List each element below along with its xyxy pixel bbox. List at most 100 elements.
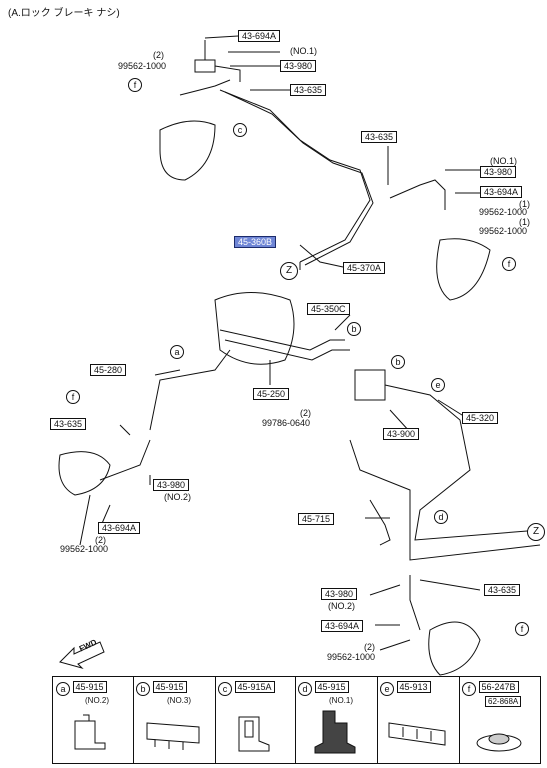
clip-d-icon (314, 710, 356, 754)
bolt-top-left (194, 40, 216, 73)
legend-part: 45-915 (72, 681, 107, 693)
callout-99786-0640: 99786-0640 (262, 418, 311, 428)
callout-no2: (NO.2) (328, 601, 355, 611)
callout-99562-1000: 99562-1000 (479, 226, 528, 236)
marker-a: a (170, 345, 184, 359)
pipe-45-280 (149, 349, 231, 431)
callout-43-980: 43-980 (280, 60, 317, 72)
pipe-45-715 (349, 439, 541, 561)
valve-43-900 (354, 369, 386, 401)
caliper-top-left (159, 120, 216, 181)
callout-45-250: 45-250 (253, 388, 290, 400)
callout-45-370a: 45-370A (343, 262, 386, 274)
legend-part: 45-915A (234, 681, 275, 693)
pipe-45-360b (219, 89, 371, 263)
master-cylinder (214, 292, 295, 365)
legend-note: (NO.3) (167, 696, 191, 705)
caliper-rear-right (428, 621, 481, 676)
callout-43-635: 43-635 (290, 84, 327, 96)
legend-key: c (218, 682, 232, 696)
hose-top-right (389, 179, 446, 210)
callout-qty: (2) (153, 50, 164, 60)
legend-cell-e: e 45-913 (377, 677, 460, 763)
marker-d: d (434, 510, 448, 524)
callout-43-980: 43-980 (480, 166, 517, 178)
callout-45-280: 45-280 (90, 364, 127, 376)
legend-part: 45-915 (314, 681, 349, 693)
bracket-45-715 (369, 499, 391, 546)
hose-rear-left (99, 439, 151, 481)
callout-43-635: 43-635 (50, 418, 87, 430)
callout-43-980: 43-980 (321, 588, 358, 600)
callout-45-320: 45-320 (462, 412, 499, 424)
legend-key: d (298, 682, 312, 696)
callout-qty: (1) (519, 199, 530, 209)
marker-b: b (391, 355, 405, 369)
clip-e-icon (388, 722, 446, 746)
callout-45-715: 45-715 (298, 513, 335, 525)
callout-43-635: 43-635 (484, 584, 521, 596)
pipe-45-370a (224, 91, 374, 266)
legend-cell-f: f 56-247B 62-868A (459, 677, 539, 763)
marker-c: c (233, 123, 247, 137)
callout-qty: (2) (300, 408, 311, 418)
marker-f: f (502, 257, 516, 271)
marker-z: Z (527, 523, 545, 541)
clip-c-icon (238, 716, 270, 752)
callout-43-694a: 43-694A (98, 522, 141, 534)
callout-43-980: 43-980 (153, 479, 190, 491)
pipe-45-250 (224, 339, 350, 361)
legend-note: (NO.2) (85, 696, 109, 705)
legend-cell-c: c 45-915A (215, 677, 296, 763)
marker-f: f (128, 78, 142, 92)
callout-43-900: 43-900 (383, 428, 420, 440)
callout-qty: (1) (519, 217, 530, 227)
legend-cell-d: d 45-915 (NO.1) (295, 677, 378, 763)
legend-note: 62-868A (485, 696, 522, 707)
legend-part: 56-247B (478, 681, 519, 693)
callout-45-360b: 45-360B (234, 236, 277, 248)
pipe-45-320 (384, 384, 541, 541)
hose-top-left (214, 65, 241, 82)
grommet-icon (476, 733, 522, 752)
callout-99562-1000: 99562-1000 (479, 207, 528, 217)
legend-cell-b: b 45-915 (NO.3) (133, 677, 216, 763)
legend-part: 45-915 (152, 681, 187, 693)
callout-no1: (NO.1) (290, 46, 317, 56)
callout-no2: (NO.2) (164, 492, 191, 502)
legend-key: f (462, 682, 476, 696)
page-title: (A.ロック ブレーキ ナシ) (8, 8, 120, 19)
legend-part: 45-913 (396, 681, 431, 693)
callout-99562-1000: 99562-1000 (327, 652, 376, 662)
marker-z: Z (280, 262, 298, 280)
marker-b: b (347, 322, 361, 336)
legend-cell-a: a 45-915 (NO.2) (53, 677, 134, 763)
marker-e: e (431, 378, 445, 392)
brake-pipe-top-left (179, 79, 231, 96)
callout-qty: (2) (95, 535, 106, 545)
callout-99562-1000: 99562-1000 (118, 61, 167, 71)
clip-b-icon (146, 722, 200, 750)
marker-f: f (66, 390, 80, 404)
fwd-arrow-icon (59, 641, 105, 669)
callout-43-694a: 43-694A (321, 620, 364, 632)
marker-f: f (515, 622, 529, 636)
callout-43-694a: 43-694A (480, 186, 523, 198)
callout-no1: (NO.1) (490, 156, 517, 166)
clip-legend-table: a 45-915 (NO.2) b 45-915 (NO.3) c 45-915… (52, 676, 541, 764)
caliper-rear-left (58, 451, 111, 496)
hose-rear-right (409, 575, 421, 631)
callout-43-694a: 43-694A (238, 30, 281, 42)
callout-45-350c: 45-350C (307, 303, 350, 315)
callout-99562-1000: 99562-1000 (60, 544, 109, 554)
legend-note: (NO.1) (329, 696, 353, 705)
callout-43-635: 43-635 (361, 131, 398, 143)
legend-key: a (56, 682, 70, 696)
legend-key: e (380, 682, 394, 696)
legend-key: b (136, 682, 150, 696)
callout-qty: (2) (364, 642, 375, 652)
clip-a-icon (74, 714, 106, 750)
pipe-45-350c (219, 329, 345, 351)
